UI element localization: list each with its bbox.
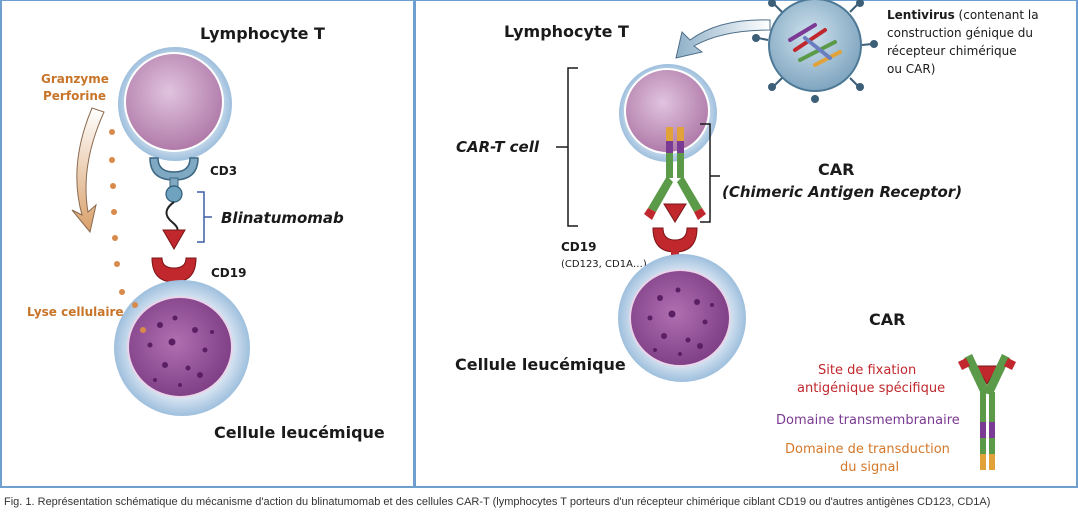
- cd19-label-right: CD19: [561, 240, 596, 254]
- granule-dots: [109, 129, 146, 333]
- car-t-cell-label: CAR-T cell: [456, 138, 540, 156]
- cd19-sub-label: (CD123, CD1A…): [561, 259, 647, 270]
- lentivirus-line-4: ou CAR): [887, 62, 935, 76]
- perforine-label: Perforine: [43, 89, 106, 103]
- release-arrow: [71, 107, 105, 234]
- legend-site-2: antigénique spécifique: [797, 381, 945, 396]
- car-label: CAR: [818, 160, 854, 179]
- left-leukemic-cell: [114, 280, 250, 416]
- lyse-label: Lyse cellulaire: [27, 305, 124, 319]
- transduction-arrow: [675, 19, 771, 59]
- right-leukemic-label: Cellule leucémique: [455, 355, 626, 374]
- right-lymphocyte-title: Lymphocyte T: [504, 22, 629, 41]
- granzyme-label: Granzyme: [41, 72, 109, 86]
- blinatumomab-molecule: [162, 185, 186, 250]
- figure-caption: Fig. 1. Représentation schématique du mé…: [4, 496, 991, 508]
- legend-car-icon: [958, 354, 1016, 470]
- legend-transmembrane: Domaine transmembranaire: [776, 413, 960, 428]
- right-panel-frame: [414, 0, 1078, 488]
- lentivirus-text: Lentivirus (contenant la: [887, 8, 1039, 22]
- cd3-label: CD3: [210, 164, 237, 178]
- car-full-label: (Chimeric Antigen Receptor): [722, 183, 962, 201]
- left-leukemic-label: Cellule leucémique: [214, 423, 385, 442]
- left-lymphocyte-title: Lymphocyte T: [200, 24, 325, 43]
- car-t-cell: [619, 64, 717, 162]
- blinatumomab-bracket: [197, 191, 212, 243]
- car-bracket: [700, 123, 720, 223]
- car-t-bracket: [556, 67, 578, 227]
- lentivirus-line-2: construction génique du: [887, 26, 1033, 40]
- cd3-receptor: [149, 157, 199, 189]
- blinatumomab-label: Blinatumomab: [221, 209, 344, 227]
- cd19-label-left: CD19: [211, 266, 246, 280]
- lentivirus-icon: [752, 0, 878, 103]
- legend-transduction-1: Domaine de transduction: [785, 442, 950, 457]
- legend-site-1: Site de fixation: [818, 363, 916, 378]
- legend-title: CAR: [869, 310, 905, 329]
- lentivirus-line-3: récepteur chimérique: [887, 44, 1017, 58]
- legend-transduction-2: du signal: [840, 460, 899, 475]
- car-receptor: [644, 127, 706, 223]
- left-t-cell: [118, 47, 232, 161]
- right-leukemic-cell: [618, 254, 746, 382]
